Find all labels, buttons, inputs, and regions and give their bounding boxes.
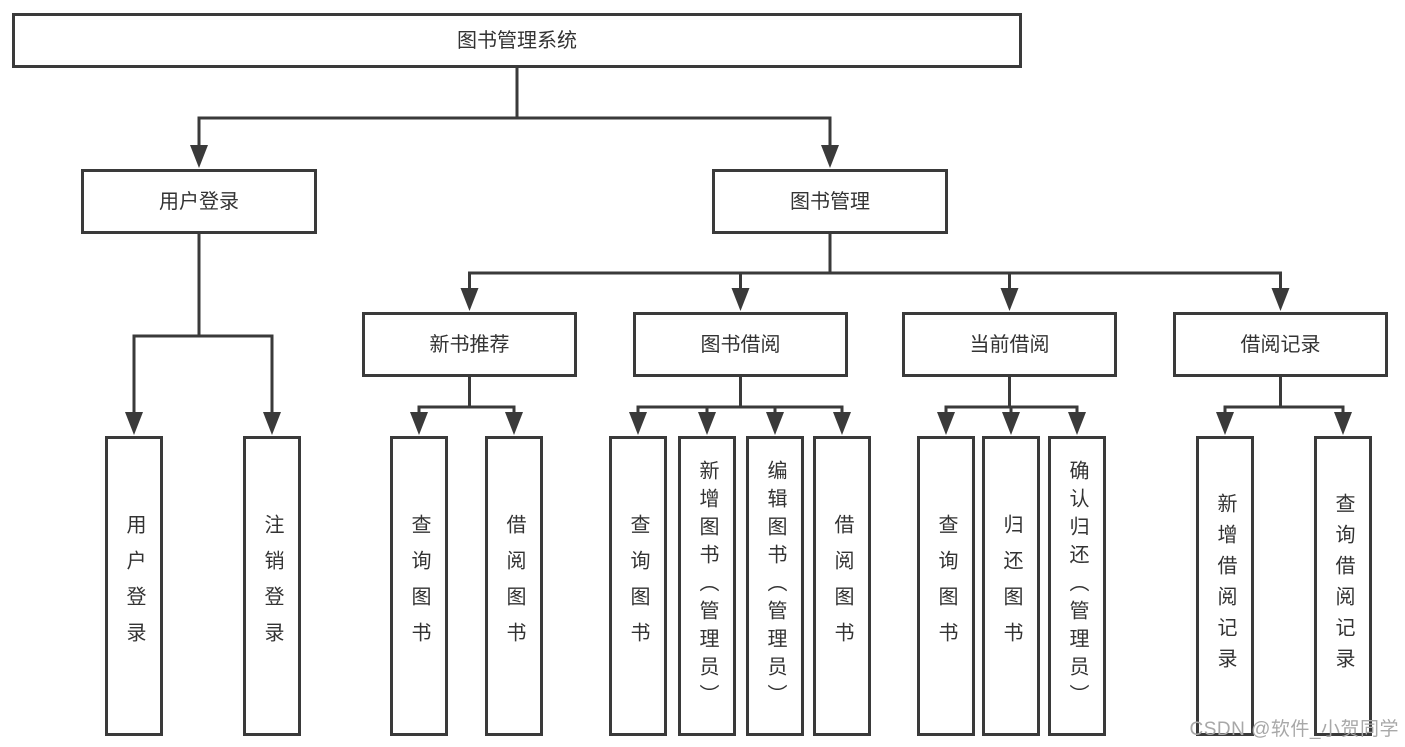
node-label-book-management: 图书管理 (790, 190, 870, 213)
node-root: 图书管理系统 (12, 13, 1022, 68)
node-label-book-borrowing: 图书借阅 (700, 333, 781, 356)
node-label-leaf-logout: 注销登录 (261, 514, 283, 658)
node-leaf-edit-book: 编辑图书（管理员） (746, 436, 804, 736)
node-label-leaf-edit-book: 编辑图书（管理员） (764, 460, 786, 712)
edge-root (190, 68, 839, 168)
node-leaf-add-borrow-record: 新增借阅记录 (1196, 436, 1254, 736)
node-leaf-return-book: 归还图书 (982, 436, 1040, 736)
edge-book-management (460, 234, 1290, 311)
node-leaf-borrow-book-1: 借阅图书 (485, 436, 543, 736)
node-current-borrowing: 当前借阅 (902, 312, 1117, 377)
node-book-management: 图书管理 (712, 169, 948, 234)
node-borrowing-records: 借阅记录 (1173, 312, 1388, 377)
node-new-book-recommend: 新书推荐 (362, 312, 577, 377)
node-leaf-borrow-book-2: 借阅图书 (813, 436, 871, 736)
node-label-borrowing-records: 借阅记录 (1240, 333, 1321, 356)
edge-user-login (125, 234, 281, 435)
node-label-leaf-query-book-1: 查询图书 (408, 514, 430, 658)
node-label-user-login: 用户登录 (159, 190, 239, 213)
node-label-leaf-borrow-book-1: 借阅图书 (503, 514, 525, 658)
node-leaf-query-book-2: 查询图书 (609, 436, 667, 736)
edge-current-borrowing (937, 377, 1086, 435)
node-label-leaf-add-book: 新增图书（管理员） (696, 460, 718, 712)
node-leaf-user-login: 用户登录 (105, 436, 163, 736)
node-leaf-query-book-3: 查询图书 (917, 436, 975, 736)
node-label-leaf-borrow-book-2: 借阅图书 (831, 514, 853, 658)
node-label-leaf-user-login: 用户登录 (123, 514, 145, 658)
node-leaf-add-book: 新增图书（管理员） (678, 436, 736, 736)
node-leaf-query-book-1: 查询图书 (390, 436, 448, 736)
node-user-login: 用户登录 (81, 169, 317, 234)
node-leaf-logout: 注销登录 (243, 436, 301, 736)
node-label-leaf-add-borrow-record: 新增借阅记录 (1214, 493, 1236, 679)
node-book-borrowing: 图书借阅 (633, 312, 848, 377)
edge-book-borrowing (629, 377, 851, 435)
node-label-current-borrowing: 当前借阅 (969, 333, 1050, 356)
node-leaf-confirm-return: 确认归还（管理员） (1048, 436, 1106, 736)
node-label-leaf-query-borrow-record: 查询借阅记录 (1332, 493, 1354, 679)
node-label-leaf-query-book-2: 查询图书 (627, 514, 649, 658)
edge-new-book-recommend (410, 377, 523, 435)
node-label-leaf-query-book-3: 查询图书 (935, 514, 957, 658)
node-label-new-book-recommend: 新书推荐 (429, 333, 510, 356)
node-label-root: 图书管理系统 (457, 29, 577, 52)
node-label-leaf-return-book: 归还图书 (1000, 514, 1022, 658)
watermark: CSDN @软件_小贺同学 (1189, 719, 1399, 740)
node-label-leaf-confirm-return: 确认归还（管理员） (1066, 460, 1088, 712)
edge-borrowing-records (1216, 377, 1352, 435)
node-leaf-query-borrow-record: 查询借阅记录 (1314, 436, 1372, 736)
